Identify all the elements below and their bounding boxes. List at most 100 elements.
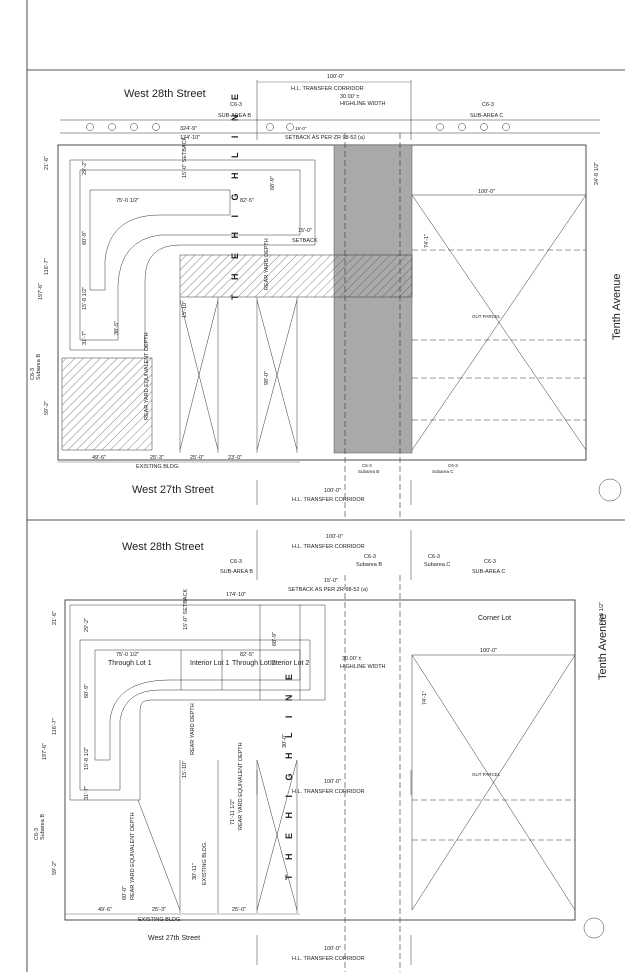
dim-75: 75'-0 1/2" (116, 198, 139, 204)
dim-29-2: 29'-2" (82, 161, 88, 175)
transfer-corridor-bottom-2: H.L. TRANSFER CORRIDOR (292, 956, 365, 962)
interior-lot-2: Interior Lot 2 (270, 660, 309, 667)
corridor-dim-top-2: 100'-0" (326, 534, 343, 540)
dim-324: 324'-9" (180, 126, 197, 132)
rear-yard-equiv: REAR YARD EQUIVALENT DEPTH (144, 332, 150, 420)
subarea-c: SUB-AREA C (470, 113, 503, 119)
dim-100: 100'-0" (478, 189, 495, 195)
sub-c-code: C6-3 (448, 463, 458, 468)
dim-75-2: 75'-0 1/2" (116, 652, 139, 658)
dim-31-7-2: 31'-7" (84, 786, 90, 800)
sub-c-2: Subarea C (424, 562, 450, 568)
left-zone-code-2: C6-3 (34, 828, 40, 840)
subarea-b-code: C6-3 (230, 102, 242, 108)
dim-15-2: 15'-0" (324, 578, 338, 584)
dim-174: 174'-10" (180, 135, 200, 141)
existing-bldg-v: EXISTING BLDG. (202, 841, 208, 885)
street-north-2: West 28th Street (122, 541, 204, 553)
transfer-corridor-top: H.L. TRANSFER CORRIDOR (291, 86, 364, 92)
corridor-dim-top: 100'-0" (327, 74, 344, 80)
dim-60-0: 60'-0" (122, 886, 128, 900)
high-line-label: T H E H I G H L I N E (230, 88, 240, 300)
subarea-b-code-2: C6-3 (230, 559, 242, 565)
high-line-label-2: T H E H I G H L I N E (284, 668, 294, 880)
dim-116-2: 116'-7" (52, 718, 58, 735)
transfer-corridor-bottom: H.L. TRANSFER CORRIDOR (292, 497, 365, 503)
transfer-corridor-mid: H.L. TRANSFER CORRIDOR (292, 789, 365, 795)
setback-label: SETBACK (292, 238, 318, 244)
corner-lot: Corner Lot (478, 615, 511, 622)
dim-23: 23'-0" (228, 455, 242, 461)
highline-width-2: HIGHLINE WIDTH (340, 664, 386, 670)
dim-59-2-2: 59'-2" (52, 861, 58, 875)
street-north: West 28th Street (124, 88, 206, 100)
sheet-frame (26, 0, 625, 972)
dim-15-8: 15'-8 1/2" (82, 287, 88, 310)
left-zone: Subarea B (36, 354, 42, 380)
corridor-dim-mid: 100'-0" (324, 779, 341, 785)
interior-lot-1: Interior Lot 1 (190, 660, 229, 667)
north-arrow-icon-2 (583, 917, 605, 939)
dim-25-3-2: 25'-3" (152, 907, 166, 913)
highline-width-dim-2: 30.00' ± (342, 656, 361, 662)
rear-yard-2: REAR YARD DEPTH (190, 703, 196, 755)
dim-15-8-2: 15'-8 1/2" (84, 747, 90, 770)
left-zone-2: Subarea B (40, 814, 46, 840)
out-parcel: OUT PARCEL (472, 314, 501, 319)
highline-width-dim: 30.00' ± (340, 94, 359, 100)
dim-82: 82'-5" (240, 198, 254, 204)
through-lot-1: Through Lot 1 (108, 660, 152, 667)
dim-24-2: 24'-8 1/2" (599, 602, 605, 625)
corridor-dim-bottom-2: 100'-0" (324, 946, 341, 952)
avenue-2: Tenth Avenue (597, 614, 609, 680)
dim-197: 197'-6" (38, 283, 44, 300)
dim-24: 24'-8 1/2" (594, 162, 600, 185)
dim-174-2: 174'-10" (226, 592, 246, 598)
street-south-2: West 27th Street (148, 935, 200, 942)
hatched-rear-yard-equivalent (61, 357, 153, 451)
dim-98: 98'-0" (264, 371, 270, 385)
highline-width: HIGHLINE WIDTH (340, 101, 386, 107)
dim-68: 68'-9" (270, 176, 276, 190)
subarea-c-2: SUB-AREA C (472, 569, 505, 575)
high-line-band (333, 144, 413, 454)
existing-bldg: EXISTING BLDG. (136, 464, 180, 470)
street-south: West 27th Street (132, 484, 214, 496)
dim-29-2-2: 29'-2" (84, 618, 90, 632)
dim-30-0: 30'-0" (282, 734, 288, 748)
sub-b-code-2: C6-3 (364, 554, 376, 560)
dim-100-2: 100'-0" (480, 648, 497, 654)
dim-25-0-2: 25'-0" (232, 907, 246, 913)
dim-71: 71'-11 1/2" (230, 799, 236, 825)
sub-b: Subarea B (358, 469, 379, 474)
rear-yard: REAR YARD DEPTH (264, 238, 270, 290)
subarea-b: SUB-AREA B (218, 113, 251, 119)
dim-68-2: 68'-9" (272, 632, 278, 646)
rear-yard-equiv-2: REAR YARD EQUIVALENT DEPTH (238, 742, 244, 830)
north-arrow-icon (598, 478, 622, 502)
transfer-corridor-top-2: H.L. TRANSFER CORRIDOR (292, 544, 365, 550)
dim-82-2: 82'-5" (240, 652, 254, 658)
left-zone-code: C6-3 (30, 368, 36, 380)
dim-21-6: 21'-6" (44, 156, 50, 170)
dim-15-10-2: 15'-10" (182, 761, 188, 778)
setback-note: SETBACK AS PER ZR 98-52 (a) (285, 135, 365, 141)
existing-bldg-2: EXISTING BLDG. (138, 917, 182, 923)
dim-15-0: 15'-0" (298, 228, 312, 234)
dim-31-7: 31'-7" (82, 331, 88, 345)
subarea-c-code-2: C6-3 (484, 559, 496, 565)
out-parcel-2: OUT PARCEL (472, 772, 501, 777)
sub-b-2: Subarea B (356, 562, 382, 568)
plan-2: 100'-0" H.L. TRANSFER CORRIDOR West 28th… (34, 530, 609, 972)
dim-60-9: 60'-9" (82, 231, 88, 245)
dim-74-2: 74'-1" (422, 691, 428, 705)
corridor-dim-bottom: 100'-0" (324, 488, 341, 494)
sub-b-code: C6-3 (362, 463, 372, 468)
plan-1: 100'-0" H.L. TRANSFER CORRIDOR 30.00' ± … (30, 74, 623, 520)
dim-60-9-2: 60'-9" (84, 684, 90, 698)
rear-yard-equiv-3: REAR YARD EQUIVALENT DEPTH (130, 812, 136, 900)
dim-74: 74'-1" (424, 234, 430, 248)
setback-v: 15'-0" SETBACK (182, 136, 188, 178)
through-lot-2: Through Lot 2 (232, 660, 276, 667)
